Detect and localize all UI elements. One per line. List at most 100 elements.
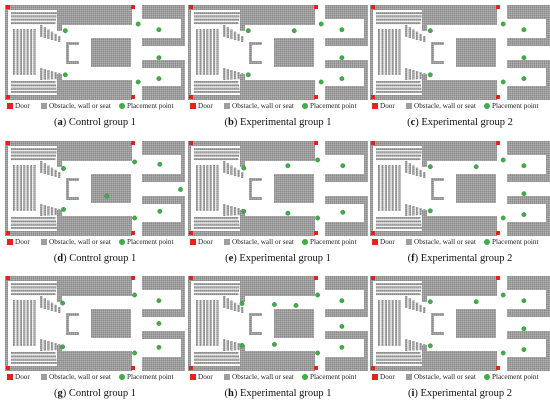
- wall-left: [370, 146, 373, 231]
- seat-row: [376, 84, 421, 87]
- door-marker: [189, 141, 193, 145]
- stepped-seat: [50, 31, 54, 40]
- stepped-seat: [230, 300, 233, 310]
- wall-right-mid: [507, 309, 550, 317]
- central-block: [91, 174, 131, 203]
- seat-row: [376, 148, 422, 151]
- wall-right-mid: [142, 309, 185, 317]
- door-marker: [189, 231, 193, 235]
- door-marker: [496, 276, 500, 280]
- seat-column: [19, 29, 22, 75]
- legend-door-swatch: [190, 103, 196, 109]
- venue-layout: [370, 276, 550, 371]
- door-marker: [314, 231, 318, 235]
- door-marker: [131, 366, 135, 370]
- legend-obstacle-label: Obstacle, wall or seat: [49, 373, 111, 381]
- stage-bracket: [431, 313, 444, 316]
- seat-row: [194, 81, 239, 84]
- stepped-seat: [230, 206, 233, 216]
- seat-column: [388, 29, 391, 75]
- placement-point: [293, 302, 299, 308]
- placement-point: [339, 324, 345, 329]
- wall-right-top: [507, 5, 550, 19]
- wall-top-left: [188, 276, 245, 281]
- panel-letter: (f): [407, 253, 419, 264]
- seat-column: [216, 29, 219, 75]
- placement-point: [339, 344, 345, 350]
- stage-bracket: [431, 42, 444, 45]
- panel-letter: (h): [224, 388, 238, 399]
- panel-letter: (i): [407, 388, 418, 399]
- legend-door: Door: [372, 238, 395, 246]
- panel-caption-text: Experimental group 2: [418, 253, 513, 264]
- wall-right-top: [142, 276, 185, 290]
- seat-row: [194, 355, 239, 358]
- placement-point: [339, 76, 345, 82]
- seat-row: [194, 154, 239, 157]
- stage-bracket: [431, 42, 434, 64]
- stepped-seat: [54, 343, 57, 351]
- wall-right-bottom: [325, 86, 368, 100]
- door-marker: [496, 95, 500, 99]
- door-marker: [189, 5, 193, 9]
- legend-obstacle: Obstacle, wall or seat: [41, 238, 111, 246]
- stage-bracket: [249, 178, 252, 200]
- seat-column: [206, 29, 209, 75]
- wall-top-left: [370, 5, 427, 10]
- seat-column: [391, 165, 394, 211]
- seat-row: [376, 154, 421, 157]
- stepped-seat: [405, 204, 408, 216]
- stepped-seat: [241, 307, 244, 313]
- seat-row: [194, 223, 240, 226]
- wall-right-edge: [364, 290, 368, 309]
- legend-placement-swatch: [484, 103, 490, 109]
- stepped-seat: [237, 33, 240, 41]
- wall-left: [188, 281, 191, 366]
- central-block: [274, 309, 314, 338]
- placement-point: [500, 157, 506, 163]
- venue-map: [188, 276, 368, 371]
- placement-point: [339, 55, 345, 61]
- legend-obstacle-swatch: [41, 103, 47, 109]
- panel-caption: (g) Control group 1: [5, 388, 185, 399]
- wall-left: [5, 281, 8, 366]
- placement-point: [272, 342, 277, 347]
- placement-point: [156, 321, 162, 326]
- stepped-seat: [419, 304, 422, 312]
- placement-point: [521, 298, 527, 304]
- seat-row: [11, 289, 56, 292]
- seat-column: [378, 29, 381, 75]
- placement-point: [315, 215, 321, 221]
- seat-column: [199, 29, 202, 75]
- legend-obstacle: Obstacle, wall or seat: [224, 102, 294, 110]
- legend-placement-swatch: [119, 374, 125, 380]
- wall-top-left: [370, 141, 427, 146]
- stepped-seat: [405, 339, 408, 351]
- stage-bracket: [249, 197, 262, 200]
- seat-column: [381, 300, 384, 346]
- seat-row: [11, 87, 57, 90]
- placement-point: [62, 72, 68, 78]
- door-marker: [6, 5, 10, 9]
- placement-point: [500, 215, 506, 221]
- venue-map: [5, 141, 185, 236]
- legend-placement-label: Placement point: [492, 102, 539, 110]
- stepped-seat: [408, 298, 411, 309]
- seat-column: [30, 300, 33, 346]
- seat-row: [11, 352, 56, 355]
- wall-bottom-left: [5, 95, 62, 100]
- venue-map: [5, 5, 185, 100]
- placement-point: [427, 208, 433, 214]
- stepped-seat: [408, 205, 411, 216]
- wall-right-top: [325, 276, 368, 290]
- seat-column: [381, 165, 384, 211]
- wall-right-edge: [181, 19, 185, 38]
- placement-point: [157, 161, 163, 167]
- placement-point: [157, 208, 163, 214]
- seat-column: [398, 29, 401, 75]
